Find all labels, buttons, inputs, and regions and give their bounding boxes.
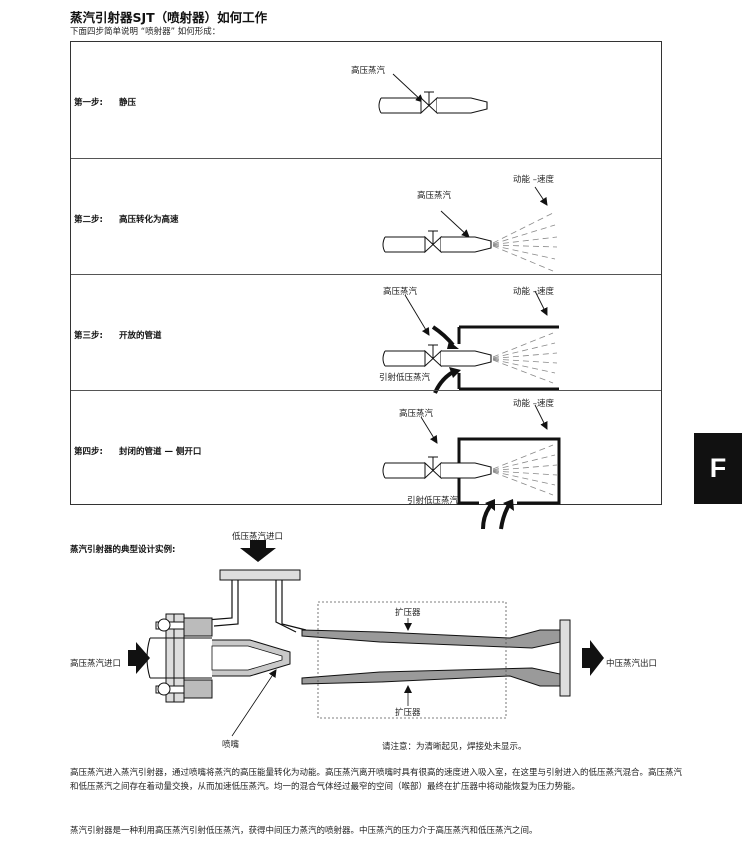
steps-table: 第一步: 静压 高压蒸汽 第二步: 高压转化为高速 高压蒸汽 动能 –速度 — [70, 41, 662, 530]
paragraph-2: 蒸汽引射器是一种利用高压蒸汽引射低压蒸汽，获得中间压力蒸汽的喷射器。中压蒸汽的压… — [70, 826, 538, 836]
step-4-name: 封闭的管道 — 侧开口 — [119, 447, 202, 457]
lp-inlet-arrow — [240, 540, 276, 562]
paragraph-1: 高压蒸汽进入蒸汽引射器，通过喷嘴将蒸汽的高压能量转化为动能。高压蒸汽离开喷嘴时具… — [70, 768, 683, 792]
step-4-hp-steam-label: 高压蒸汽 — [399, 409, 434, 419]
step-4-kinetic-label: 动能 –速度 — [513, 399, 554, 409]
step-1-name: 静压 — [119, 98, 137, 108]
step-4-number: 第四步: — [74, 447, 103, 457]
step-4-entrained-label: 引射低压蒸汽 — [407, 496, 459, 506]
step-2-row: 第二步: 高压转化为高速 高压蒸汽 动能 –速度 — [71, 158, 661, 274]
step-3-hp-steam-label: 高压蒸汽 — [383, 287, 418, 297]
diffuser-bottom-label: 扩压器 — [395, 708, 421, 718]
step-2-name: 高压转化为高速 — [119, 215, 179, 225]
weld-note: 请注意：为清晰起见，焊接处未显示。 — [382, 742, 527, 752]
step-1-pipe-valve-nozzle-diagram — [378, 73, 488, 115]
step-3-name: 开放的管道 — [119, 331, 162, 341]
hp-inlet-arrow — [128, 642, 150, 674]
step-3-open-duct-diagram — [382, 290, 559, 394]
step-1-hp-steam-label: 高压蒸汽 — [351, 66, 386, 76]
step-2-number: 第二步: — [74, 215, 103, 225]
step-4-closed-duct-diagram — [382, 404, 561, 530]
step-3-number: 第三步: — [74, 331, 103, 341]
mp-outlet-label: 中压蒸汽出口 — [606, 659, 658, 669]
lp-inlet-label: 低压蒸汽进口 — [232, 532, 284, 542]
step-3-row: 第三步: 开放的管道 高压蒸汽 动能 –速度 引射低压蒸汽 — [71, 274, 661, 394]
step-1-row: 第一步: 静压 高压蒸汽 — [71, 42, 661, 158]
example-title: 蒸汽引射器的典型设计实例: — [70, 545, 176, 555]
nozzle-label: 喷嘴 — [222, 740, 240, 750]
step-2-hp-steam-label: 高压蒸汽 — [417, 191, 452, 201]
mp-outlet-arrow — [582, 640, 604, 676]
hp-inlet-label: 高压蒸汽进口 — [70, 659, 122, 669]
page-title: 蒸汽引射器SJT（喷射器）如何工作 — [70, 10, 268, 25]
step-3-kinetic-label: 动能 –速度 — [513, 287, 554, 297]
step-2-kinetic-label: 动能 –速度 — [513, 175, 554, 185]
step-4-row: 第四步: 封闭的管道 — 侧开口 高压蒸汽 动能 –速度 引射低压蒸汽 — [71, 390, 661, 530]
step-2-nozzle-spray-diagram — [382, 186, 558, 272]
step-1-number: 第一步: — [74, 98, 103, 108]
section-tab[interactable]: F — [694, 433, 742, 504]
page-subtitle: 下面四步简单说明 “喷射器” 如何形成： — [70, 27, 221, 37]
diffuser-top-label: 扩压器 — [395, 608, 421, 618]
step-3-entrained-label: 引射低压蒸汽 — [379, 373, 431, 383]
ejector-sectional-drawing — [128, 540, 604, 737]
